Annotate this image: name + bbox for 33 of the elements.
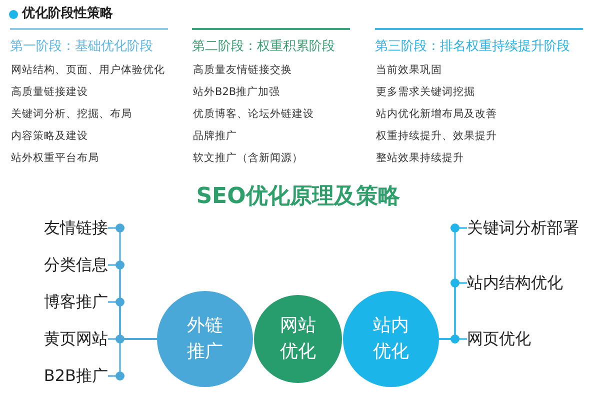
- strategy-item: 内容策略及建设: [11, 129, 88, 144]
- strategy-item: 网站结构、页面、用户体验优化: [11, 63, 165, 78]
- strategy-item: 站外权重平台布局: [11, 151, 99, 166]
- category-circle: 外链推广: [157, 291, 253, 387]
- strategy-item: 权重持续提升、效果提升: [376, 129, 497, 144]
- strategy-item: 品牌推广: [193, 129, 237, 144]
- branch-label: 站内结构优化: [467, 273, 563, 293]
- branch-label: B2B推广: [44, 366, 108, 386]
- column-heading: 第二阶段：权重积累阶段: [192, 38, 335, 56]
- strategy-item: 站外B2B推广加强: [193, 85, 280, 100]
- strategy-item: 站内优化新增布局及改善: [376, 107, 497, 122]
- strategy-item: 关键词分析、挖掘、布局: [11, 107, 132, 122]
- strategy-item: 更多需求关键词挖掘: [376, 85, 475, 100]
- branch-label: 网页优化: [467, 329, 531, 349]
- strategy-item: 软文推广（含新闻源）: [193, 151, 303, 166]
- strategy-item: 当前效果巩固: [376, 63, 442, 78]
- branch-label: 博客推广: [44, 292, 108, 312]
- column-heading: 第三阶段：排名权重持续提升阶段: [375, 38, 570, 56]
- strategy-item: 高质量友情链接交换: [193, 63, 292, 78]
- strategy-item: 优质博客、论坛外链建设: [193, 107, 314, 122]
- connector-line: [439, 334, 467, 344]
- branch-label: 分类信息: [44, 255, 108, 275]
- connector-line: [108, 338, 157, 380]
- strategy-item: 高质量链接建设: [11, 85, 88, 100]
- category-circle: 网站优化: [254, 295, 342, 383]
- category-circle: 站内优化: [343, 291, 439, 387]
- branch-label: 友情链接: [44, 218, 108, 238]
- branch-label: 关键词分析部署: [467, 218, 579, 238]
- mindmap-heading: SEO优化原理及策略: [196, 183, 400, 211]
- branch-label: 黄页网站: [44, 329, 108, 349]
- column-heading: 第一阶段：基础优化阶段: [10, 38, 153, 56]
- section-heading: 优化阶段性策略: [22, 5, 113, 23]
- strategy-item: 整站效果持续提升: [376, 151, 464, 166]
